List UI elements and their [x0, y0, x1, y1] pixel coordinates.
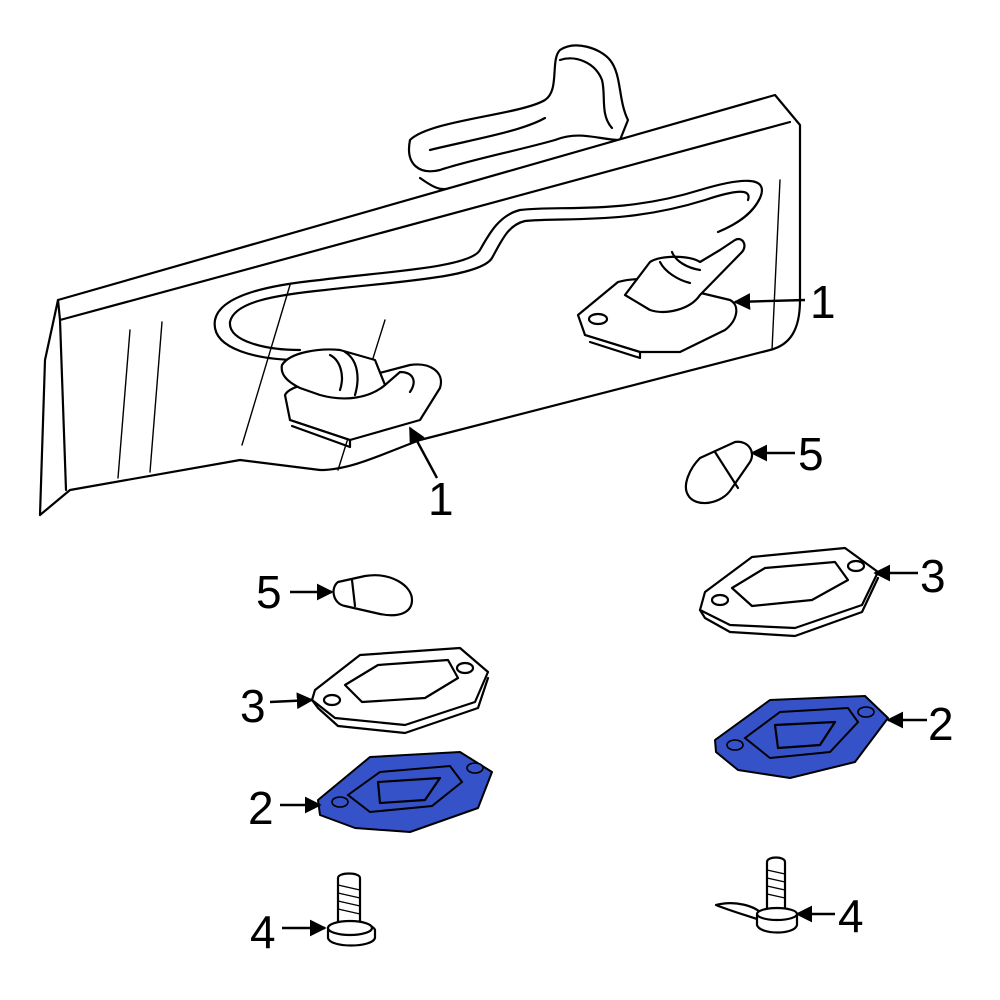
gasket-left: [310, 646, 490, 735]
arrow-lamp-left: [408, 426, 439, 479]
bulb-right: [684, 440, 754, 505]
arrow-gasket-left: [269, 692, 314, 710]
screw-right: [714, 856, 799, 934]
callout-bulb-left: 5: [256, 566, 282, 618]
lens-right-highlighted: [714, 695, 889, 779]
lens-left-highlighted: [317, 751, 493, 833]
callout-bulb-right: 5: [798, 428, 824, 480]
license-lamp-right-installed: [576, 237, 746, 360]
arrow-lamp-right: [733, 293, 806, 310]
panel-harness: [213, 179, 763, 362]
license-lamp-left-installed: [280, 348, 443, 449]
callout-lens-left: 2: [248, 782, 274, 834]
callout-labels: 1 1 5 5 3 3 2 2 4 4: [240, 276, 954, 958]
callout-gasket-left: 3: [240, 680, 266, 732]
callout-lamp-right: 1: [810, 276, 836, 328]
callout-lens-right: 2: [928, 698, 954, 750]
callout-lamp-left: 1: [428, 473, 454, 525]
callout-screw-right: 4: [838, 890, 864, 942]
gasket-right: [698, 546, 880, 638]
callout-arrows: [269, 293, 927, 937]
callout-gasket-right: 3: [920, 550, 946, 602]
screw-left: [326, 872, 377, 947]
callout-screw-left: 4: [250, 906, 276, 958]
bulb-left: [332, 574, 414, 617]
